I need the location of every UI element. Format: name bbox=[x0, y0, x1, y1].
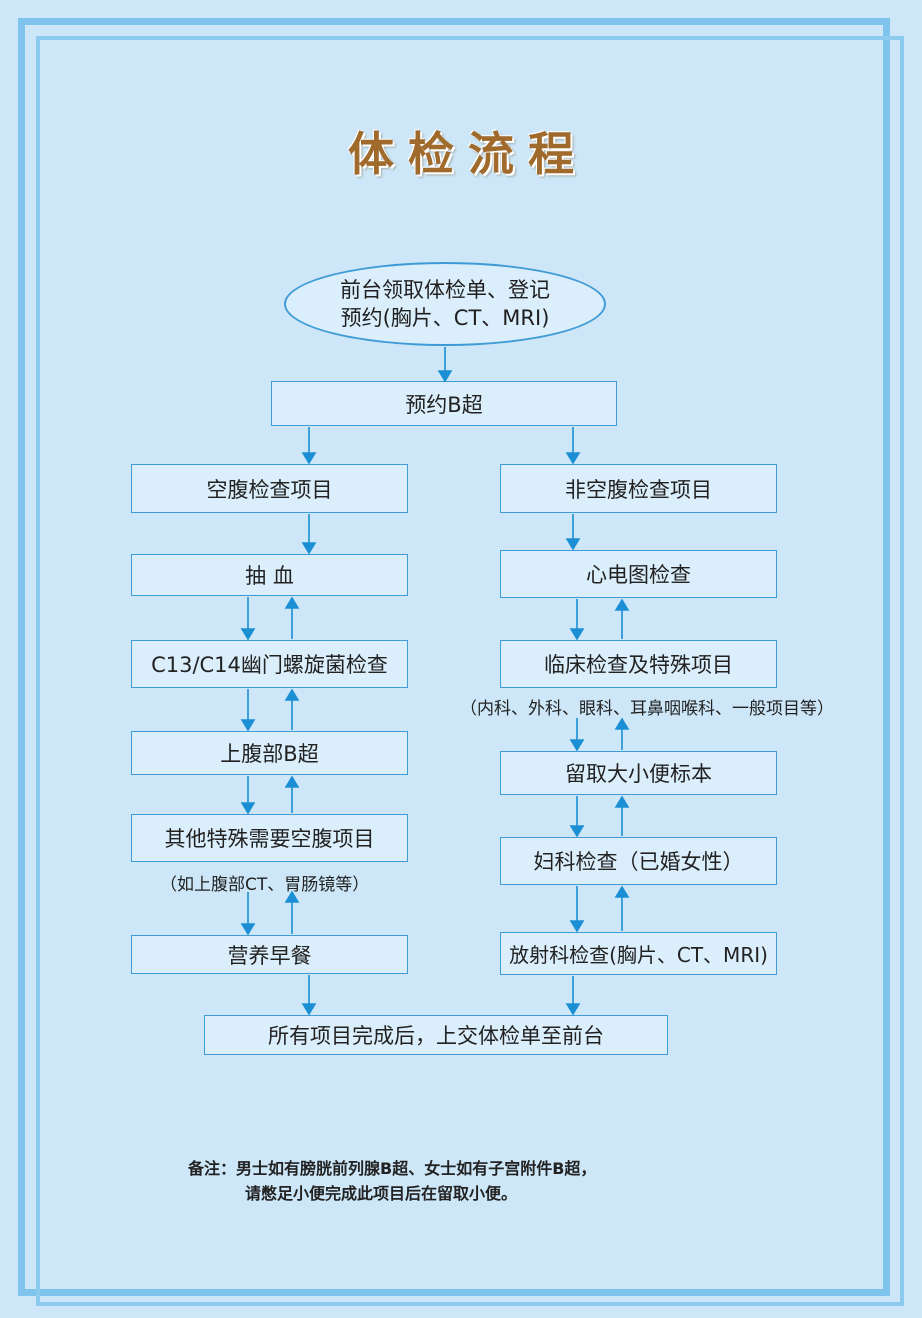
start-node: 前台领取体检单、登记 预约(胸片、CT、MRI) bbox=[284, 262, 606, 346]
breakfast-node: 营养早餐 bbox=[131, 935, 408, 974]
start-line-1: 前台领取体检单、登记 bbox=[340, 278, 550, 302]
book-ultrasound-node: 预约B超 bbox=[271, 381, 617, 426]
upper-abdomen-ultrasound-node: 上腹部B超 bbox=[131, 731, 408, 775]
non-fasting-header-node: 非空腹检查项目 bbox=[500, 464, 777, 513]
inner-frame bbox=[36, 36, 904, 1306]
remark-line-1: 备注：男士如有膀胱前列腺B超、女士如有子宫附件B超， bbox=[188, 1159, 597, 1178]
fasting-header-node: 空腹检查项目 bbox=[131, 464, 408, 513]
other-fasting-items-node: 其他特殊需要空腹项目 bbox=[131, 814, 408, 862]
clinical-exam-node: 临床检查及特殊项目 bbox=[500, 640, 777, 688]
start-line-2: 预约(胸片、CT、MRI) bbox=[340, 306, 550, 330]
radiology-node: 放射科检查(胸片、CT、MRI) bbox=[500, 932, 777, 975]
remark-line-2: 请憋足小便完成此项目后在留取小便。 bbox=[245, 1184, 518, 1203]
finish-node: 所有项目完成后，上交体检单至前台 bbox=[204, 1015, 668, 1055]
remark: 备注：男士如有膀胱前列腺B超、女士如有子宫附件B超， 请憋足小便完成此项目后在留… bbox=[188, 1156, 596, 1206]
clinical-exam-note: （内科、外科、眼科、耳鼻咽喉科、一般项目等） bbox=[460, 699, 834, 719]
gynecology-node: 妇科检查（已婚女性） bbox=[500, 837, 777, 885]
helicobacter-test-node: C13/C14幽门螺旋菌检查 bbox=[131, 640, 408, 688]
fasting-items-note: （如上腹部CT、胃肠镜等） bbox=[160, 875, 370, 895]
page-title: 体检流程 bbox=[348, 127, 588, 181]
blood-draw-node: 抽 血 bbox=[131, 554, 408, 596]
outer-frame bbox=[18, 18, 890, 1296]
ecg-node: 心电图检查 bbox=[500, 550, 777, 598]
specimen-node: 留取大小便标本 bbox=[500, 751, 777, 795]
